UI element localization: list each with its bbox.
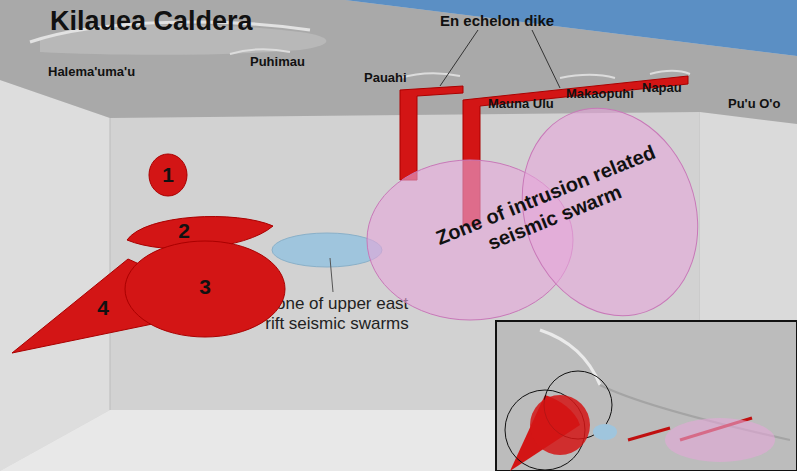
inset-dike [628, 428, 670, 440]
callout-number: 1 [148, 162, 188, 187]
inset-rim [540, 330, 600, 385]
left-wall [0, 80, 110, 471]
place-name: Makaopuhi [566, 86, 634, 101]
place-name: Halema'uma'u [48, 64, 135, 79]
place-name: Pauahi [364, 70, 407, 85]
seismic-zone: Zone of intrusion related seismic swarm [365, 100, 700, 322]
place-name: Napau [642, 80, 682, 95]
feature-label: En echelon dike [440, 12, 554, 29]
zone-label: Zone of upper east rift seismic swarms [262, 294, 412, 335]
leader-line [330, 258, 333, 292]
inset-intrusion [530, 395, 590, 455]
callout-number: 4 [88, 295, 118, 320]
upper-east-rift-zone [272, 233, 382, 267]
title: Kilauea Caldera [50, 6, 253, 37]
leader-line [532, 30, 560, 88]
sky [345, 0, 797, 56]
crater-rim [650, 71, 690, 74]
intrusion-shape [149, 154, 187, 196]
inset-frame [496, 321, 797, 471]
inset-map [496, 321, 797, 471]
leader-line [440, 30, 478, 86]
callout-number: 2 [169, 218, 199, 243]
callout-number: 3 [190, 274, 220, 299]
crater-rim [400, 73, 460, 78]
intrusion-shape [125, 241, 285, 337]
intrusion-shape [12, 259, 197, 353]
place-name: Puhimau [250, 54, 305, 69]
wall-edge [110, 118, 111, 410]
inset-rift-zone [593, 424, 617, 440]
terrain-surface [0, 0, 797, 124]
intrusion-body: 1 [148, 153, 188, 197]
inset-swarm [665, 418, 775, 462]
place-name: Mauna Ulu [488, 96, 554, 111]
crater-rim [560, 75, 615, 78]
place-name: Pu'u O'o [728, 96, 780, 111]
intrusion-body: 3 [124, 240, 286, 338]
crater-rim [230, 49, 290, 54]
